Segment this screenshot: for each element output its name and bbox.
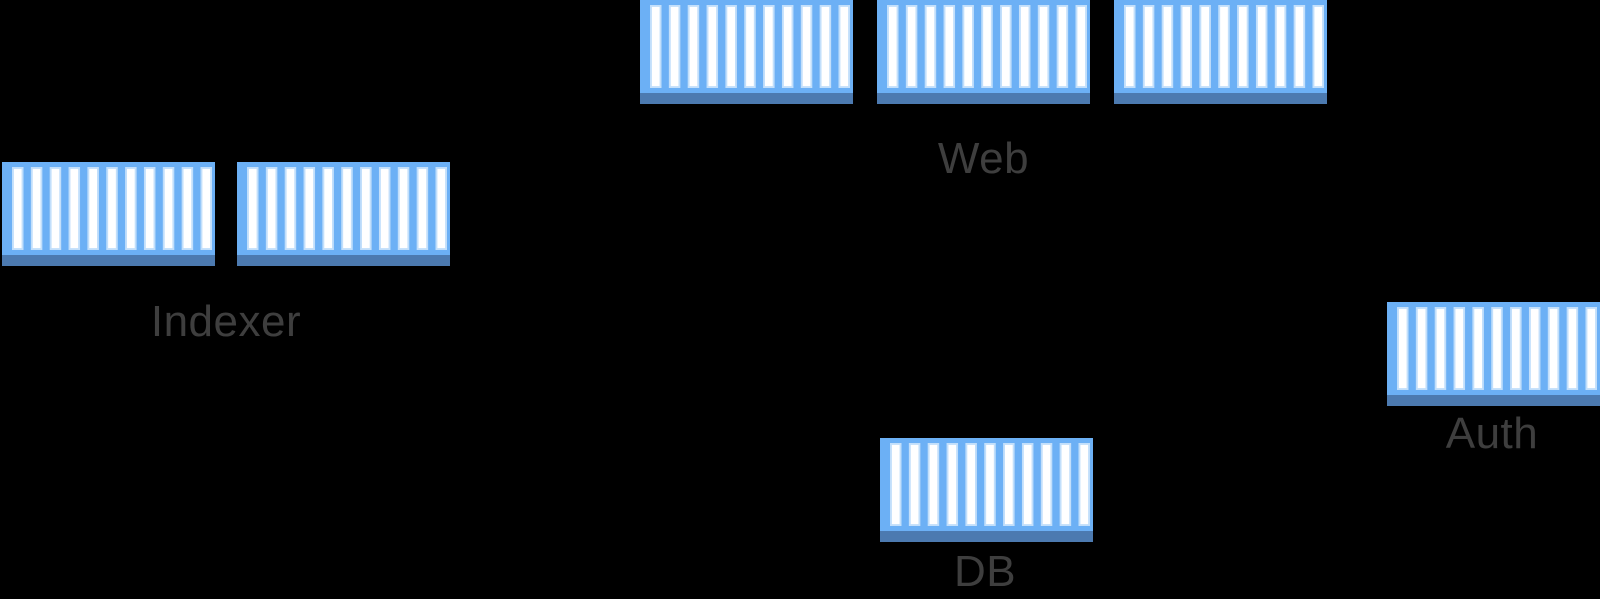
group-db-label: DB xyxy=(953,547,1017,596)
group-auth: Auth xyxy=(1387,302,1600,458)
container-icon xyxy=(1114,0,1327,104)
group-indexer-label: Indexer xyxy=(150,297,302,346)
container-icon xyxy=(237,162,450,266)
container-icon xyxy=(1387,302,1600,406)
group-db-icons xyxy=(880,438,1093,542)
group-auth-icons xyxy=(1387,302,1600,406)
group-web-label: Web xyxy=(937,134,1030,183)
container-icon xyxy=(2,162,215,266)
container-icon xyxy=(640,0,853,104)
container-icon xyxy=(877,0,1090,104)
group-indexer: Indexer xyxy=(2,162,450,344)
group-web: Web xyxy=(640,0,1327,181)
group-db: DB xyxy=(880,438,1093,596)
group-indexer-icons xyxy=(2,162,450,266)
group-auth-label: Auth xyxy=(1445,409,1539,458)
group-web-icons xyxy=(640,0,1327,104)
container-icon xyxy=(880,438,1093,542)
